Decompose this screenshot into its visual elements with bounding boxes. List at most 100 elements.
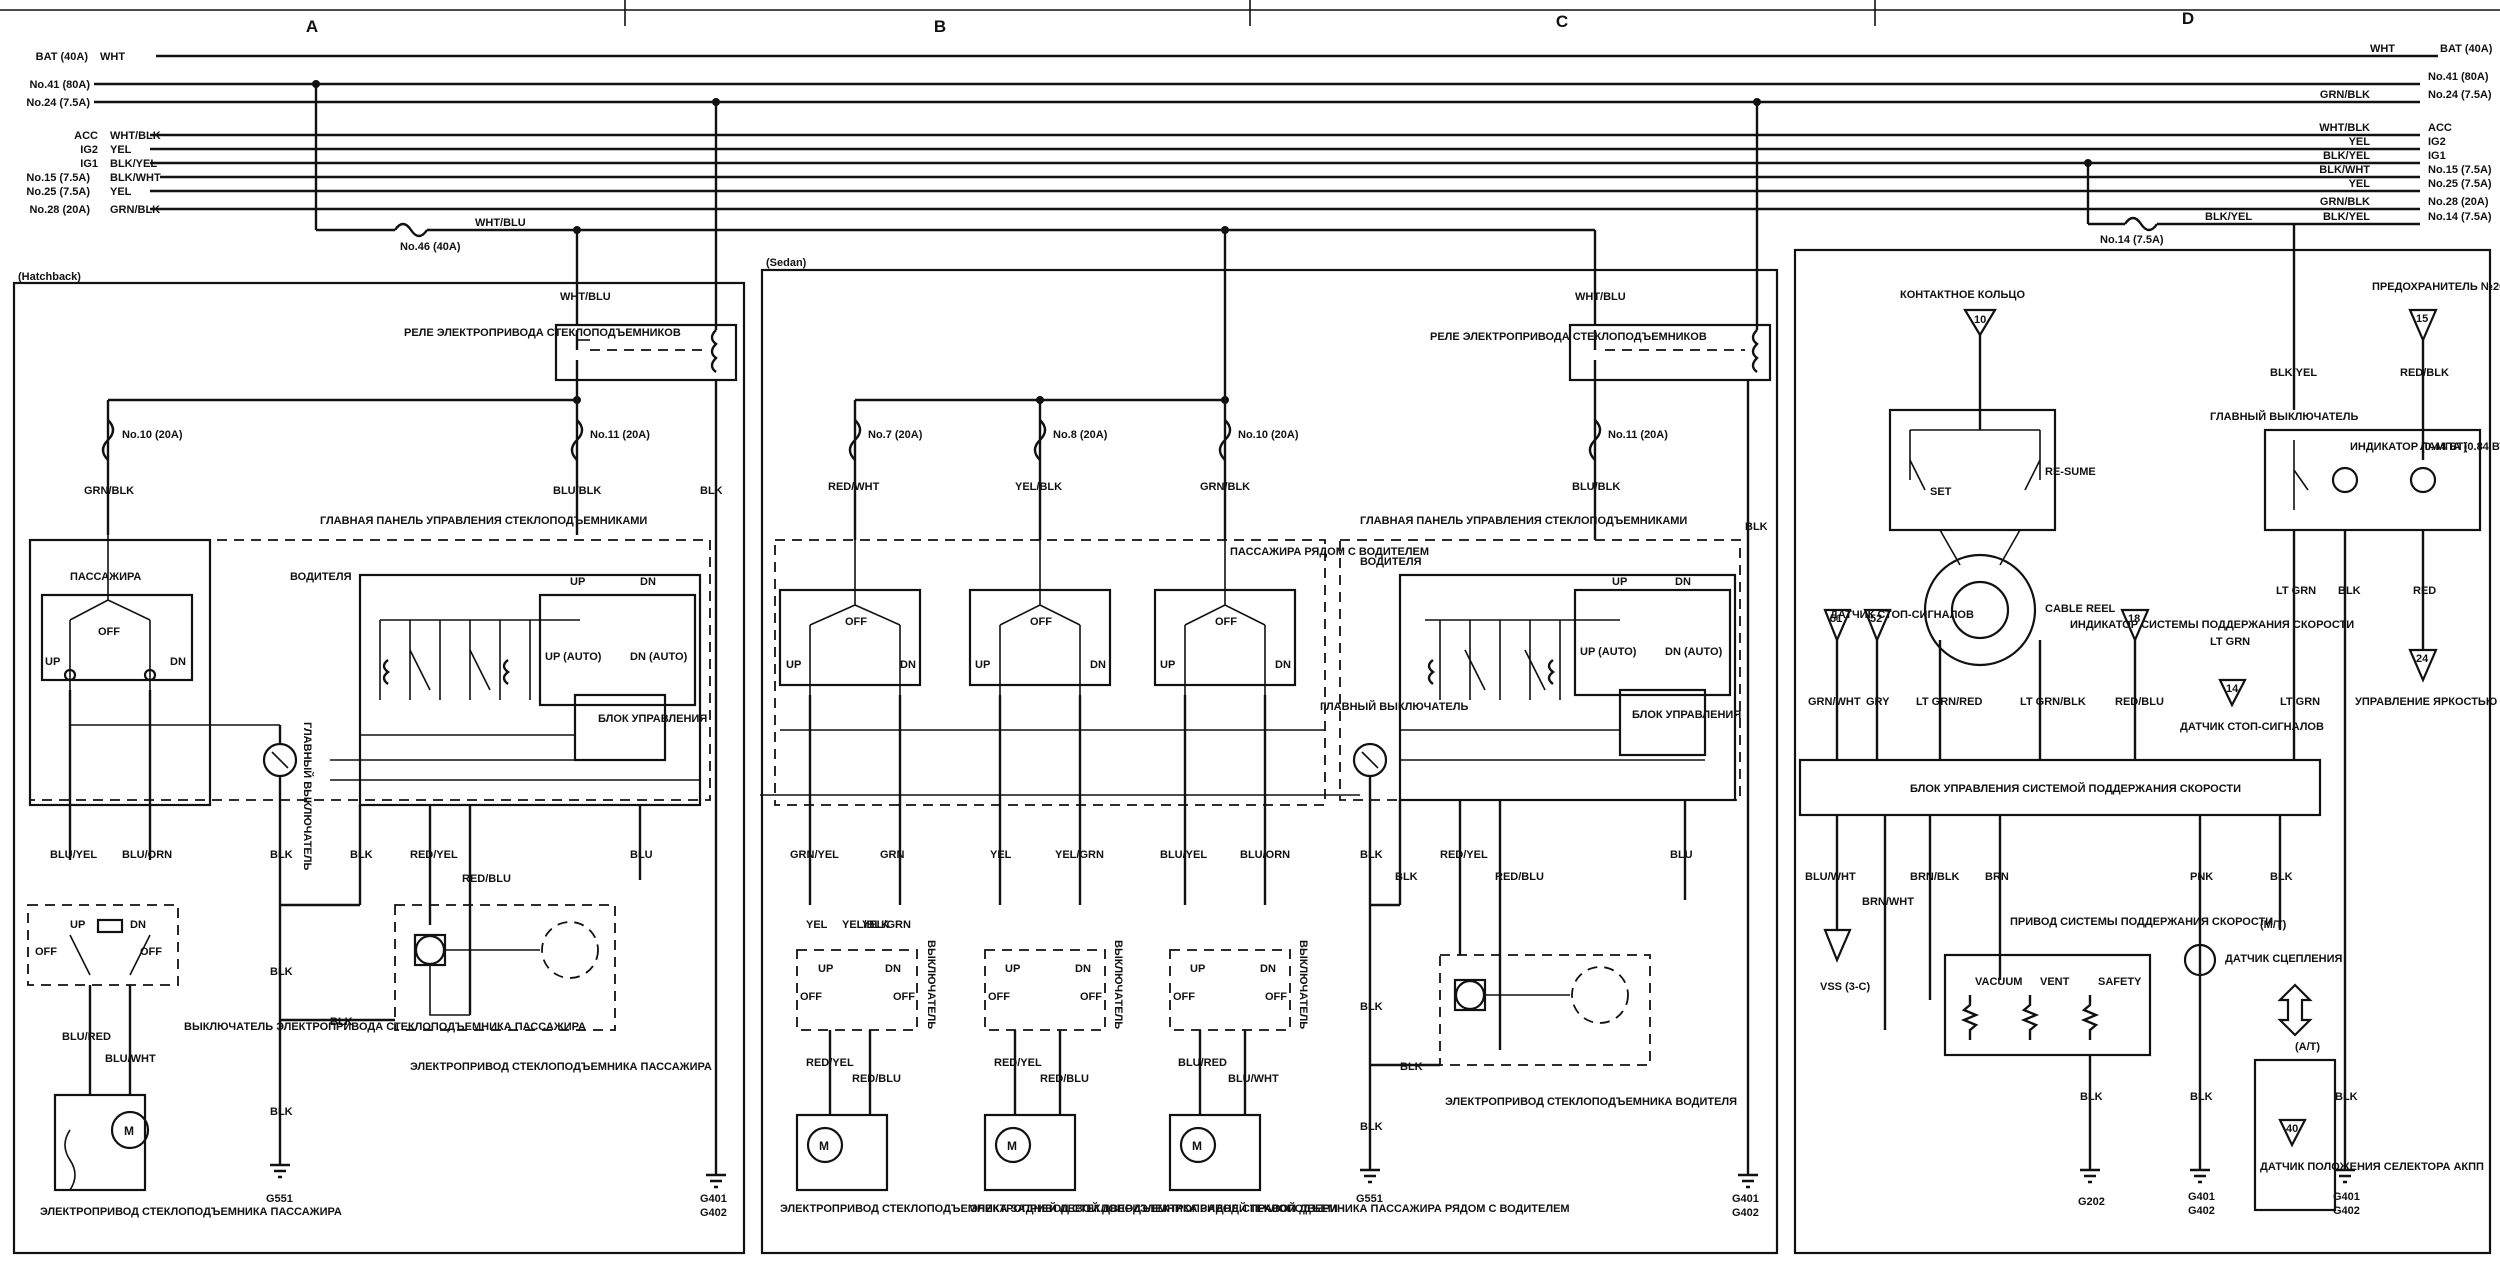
connector-d-10: 10 bbox=[1974, 314, 1986, 326]
connector-d-52-icon bbox=[1863, 608, 1892, 643]
rear-panel-b bbox=[774, 539, 1326, 806]
wire-b-yel-2: YEL bbox=[806, 919, 828, 931]
wire-c-blk-5: BLK bbox=[1360, 1121, 1383, 1133]
motor-b-fp: M ЭЛЕКТРОПРИВОД СТЕКЛОПОДЪЕМНИКА ПАССАЖИ… bbox=[1140, 1113, 1570, 1215]
cruise-control-unit bbox=[1798, 758, 2322, 817]
driver-motor-a bbox=[394, 904, 616, 1031]
wire-d-lt-grn: LT GRN bbox=[2276, 585, 2316, 597]
column-label-b: B bbox=[934, 17, 946, 36]
wire-d-blk-4: BLK bbox=[2190, 1091, 2213, 1103]
svg-text:OFF: OFF bbox=[1030, 616, 1052, 628]
svg-text:OFF: OFF bbox=[845, 616, 867, 628]
main-switch-d-label: ГЛАВНЫЙ ВЫКЛЮЧАТЕЛЬ bbox=[2210, 410, 2358, 423]
wire-a-blk-3: BLK bbox=[330, 1016, 353, 1028]
ground-d-g202: G202 bbox=[2078, 1196, 2105, 1208]
right-power-no28: No.28 (20A) bbox=[2428, 196, 2489, 208]
indicator-d-icon bbox=[2331, 466, 2359, 494]
wire-a-red-yel: RED/YEL bbox=[410, 849, 458, 861]
cruise-indicator-label: ИНДИКАТОР СИСТЕМЫ ПОДДЕРЖАНИЯ СКОРОСТИ bbox=[2070, 619, 2354, 631]
wire-c-blk-4: BLK bbox=[1360, 1001, 1383, 1013]
svg-text:M: M bbox=[1007, 1139, 1017, 1153]
wire-label-yel: YEL bbox=[110, 144, 132, 156]
wire-d-red-blu: RED/BLU bbox=[2115, 696, 2164, 708]
clutch-switch-label: ДАТЧИК СЦЕПЛЕНИЯ bbox=[2225, 953, 2342, 965]
right-wire-grn-blk-2: GRN/BLK bbox=[2320, 196, 2370, 208]
right-power-no14: No.14 (7.5A) bbox=[2428, 211, 2492, 223]
wire-a-blu-red: BLU/RED bbox=[62, 1031, 111, 1043]
wire-b-grn-yel: GRN/YEL bbox=[790, 849, 839, 861]
cruise-control-unit-label: БЛОК УПРАВЛЕНИЯ СИСТЕМОЙ ПОДДЕРЖАНИЯ СКО… bbox=[1910, 782, 2241, 795]
right-wire-blk-yel: BLK/YEL bbox=[2323, 150, 2370, 162]
right-power-acc: ACC bbox=[2428, 122, 2452, 134]
ground-c-g402: G402 bbox=[1732, 1207, 1759, 1219]
wire-d-blk-5: BLK bbox=[2335, 1091, 2358, 1103]
wire-a-blu-orn: BLU/ORN bbox=[122, 849, 172, 861]
wire-label-wht-blu: WHT/BLU bbox=[475, 217, 526, 229]
connector-d-51: 51 bbox=[1830, 613, 1842, 625]
ground-a-g402: G402 bbox=[700, 1207, 727, 1219]
power-label-ig1: IG1 bbox=[80, 158, 98, 170]
power-label-no41: No.41 (80A) bbox=[29, 79, 90, 91]
fuse-no46-label: No.46 (40A) bbox=[400, 241, 461, 253]
actuator-label: ПРИВОД СИСТЕМЫ ПОДДЕРЖАНИЯ СКОРОСТИ bbox=[2010, 916, 2273, 928]
wire-d-lt-grn-red: LT GRN/RED bbox=[1916, 696, 1982, 708]
fuse-no14-icon bbox=[2124, 216, 2158, 232]
front-passenger-b-label: ПАССАЖИРА РЯДОМ С ВОДИТЕЛЕМ bbox=[1230, 546, 1429, 558]
svg-text:UP: UP bbox=[975, 659, 990, 671]
right-wire-wht-blk: WHT/BLK bbox=[2319, 122, 2370, 134]
ground-a-g551: G551 bbox=[266, 1193, 293, 1205]
door-switch-b-1: UP DN OFF OFF ВЫКЛЮЧАТЕЛЬ bbox=[796, 940, 937, 1031]
relay-a-wire: WHT/BLU bbox=[560, 291, 611, 303]
ground-c-g401: G401 bbox=[1732, 1193, 1759, 1205]
section-label-hatchback: (Hatchback) bbox=[18, 271, 81, 283]
wire-label-blk-yel: BLK/YEL bbox=[110, 158, 157, 170]
mt-label: (M/T) bbox=[2260, 919, 2287, 931]
door-switch-b-3: UP DN OFF OFF ВЫКЛЮЧАТЕЛЬ bbox=[1169, 940, 1309, 1031]
main-panel-c-label: ГЛАВНАЯ ПАНЕЛЬ УПРАВЛЕНИЯ СТЕКЛОПОДЪЕМНИ… bbox=[1360, 515, 1687, 527]
ground-a-g401-icon bbox=[706, 1173, 726, 1189]
svg-text:DN: DN bbox=[885, 963, 901, 975]
passenger-switch-a bbox=[27, 904, 179, 986]
wire-label-yel-2: YEL bbox=[110, 186, 132, 198]
driver-motor-c bbox=[1439, 954, 1651, 1066]
relay-c-label: РЕЛЕ ЭЛЕКТРОПРИВОДА СТЕКЛОПОДЪЕМНИКОВ bbox=[1430, 331, 1707, 343]
wire-b-yel: YEL bbox=[990, 849, 1012, 861]
fuse-b-no10: No.10 (20A) bbox=[1238, 429, 1299, 441]
fuse-no46-icon bbox=[394, 222, 428, 238]
column-header: A B C D bbox=[0, 0, 2500, 36]
svg-text:ВЫКЛЮЧАТЕЛЬ: ВЫКЛЮЧАТЕЛЬ bbox=[1112, 940, 1124, 1029]
svg-text:OFF: OFF bbox=[800, 991, 822, 1003]
vss-label: VSS (3-C) bbox=[1820, 981, 1870, 993]
motor-b-rl: M ЭЛЕКТРОПРИВОД СТЕКЛОПОДЪЕМНИКА ЗАДНЕЙ … bbox=[780, 1113, 1141, 1215]
wire-c-blk: BLK bbox=[1745, 521, 1768, 533]
svg-text:OFF: OFF bbox=[988, 991, 1010, 1003]
connector-d-15: 15 bbox=[2416, 313, 2428, 325]
control-unit-c-label: БЛОК УПРАВЛЕНИЯ bbox=[1632, 709, 1741, 721]
lamp-d-icon bbox=[2409, 466, 2437, 494]
door-switch-b-2: UP DN OFF OFF ВЫКЛЮЧАТЕЛЬ bbox=[984, 940, 1124, 1031]
control-unit-a-label: БЛОК УПРАВЛЕНИЯ bbox=[598, 713, 707, 725]
wire-a-blk-2: BLK bbox=[350, 849, 373, 861]
ground-d-g402b: G402 bbox=[2333, 1205, 2360, 1217]
actuator-vacuum: VACUUM bbox=[1975, 976, 2022, 988]
switch-a-up: UP bbox=[45, 656, 60, 668]
switch-c-up-auto: UP (AUTO) bbox=[1580, 646, 1637, 658]
wire-label-wht: WHT bbox=[100, 51, 125, 63]
right-power-no24: No.24 (7.5A) bbox=[2428, 89, 2492, 101]
main-switch-d bbox=[2263, 428, 2482, 532]
double-arrow-icon bbox=[2277, 983, 2313, 1037]
ground-a-g551-icon bbox=[270, 1163, 290, 1179]
svg-text:ЭЛЕКТРОПРИВОД СТЕКЛОПОДЪЕМНИКА: ЭЛЕКТРОПРИВОД СТЕКЛОПОДЪЕМНИКА ЗАДНЕЙ ПР… bbox=[970, 1202, 1338, 1215]
passenger-switch-a-off2: OFF bbox=[140, 946, 162, 958]
switch-a-off: OFF bbox=[98, 626, 120, 638]
switch-b-2: OFF UP DN bbox=[968, 540, 1112, 695]
wire-a-blk-4: BLK bbox=[270, 966, 293, 978]
wire-label-blk-yel-d: BLK/YEL bbox=[2205, 211, 2252, 223]
cruise-actuator bbox=[1943, 953, 2152, 1057]
cable-reel bbox=[1923, 553, 2037, 667]
svg-text:ВЫКЛЮЧАТЕЛЬ: ВЫКЛЮЧАТЕЛЬ bbox=[1297, 940, 1309, 1029]
ground-c-g551-icon bbox=[1360, 1168, 1380, 1184]
brake-sensor-label: ДАТЧИК СТОП-СИГНАЛОВ bbox=[1830, 609, 1974, 621]
svg-text:DN: DN bbox=[1260, 963, 1276, 975]
